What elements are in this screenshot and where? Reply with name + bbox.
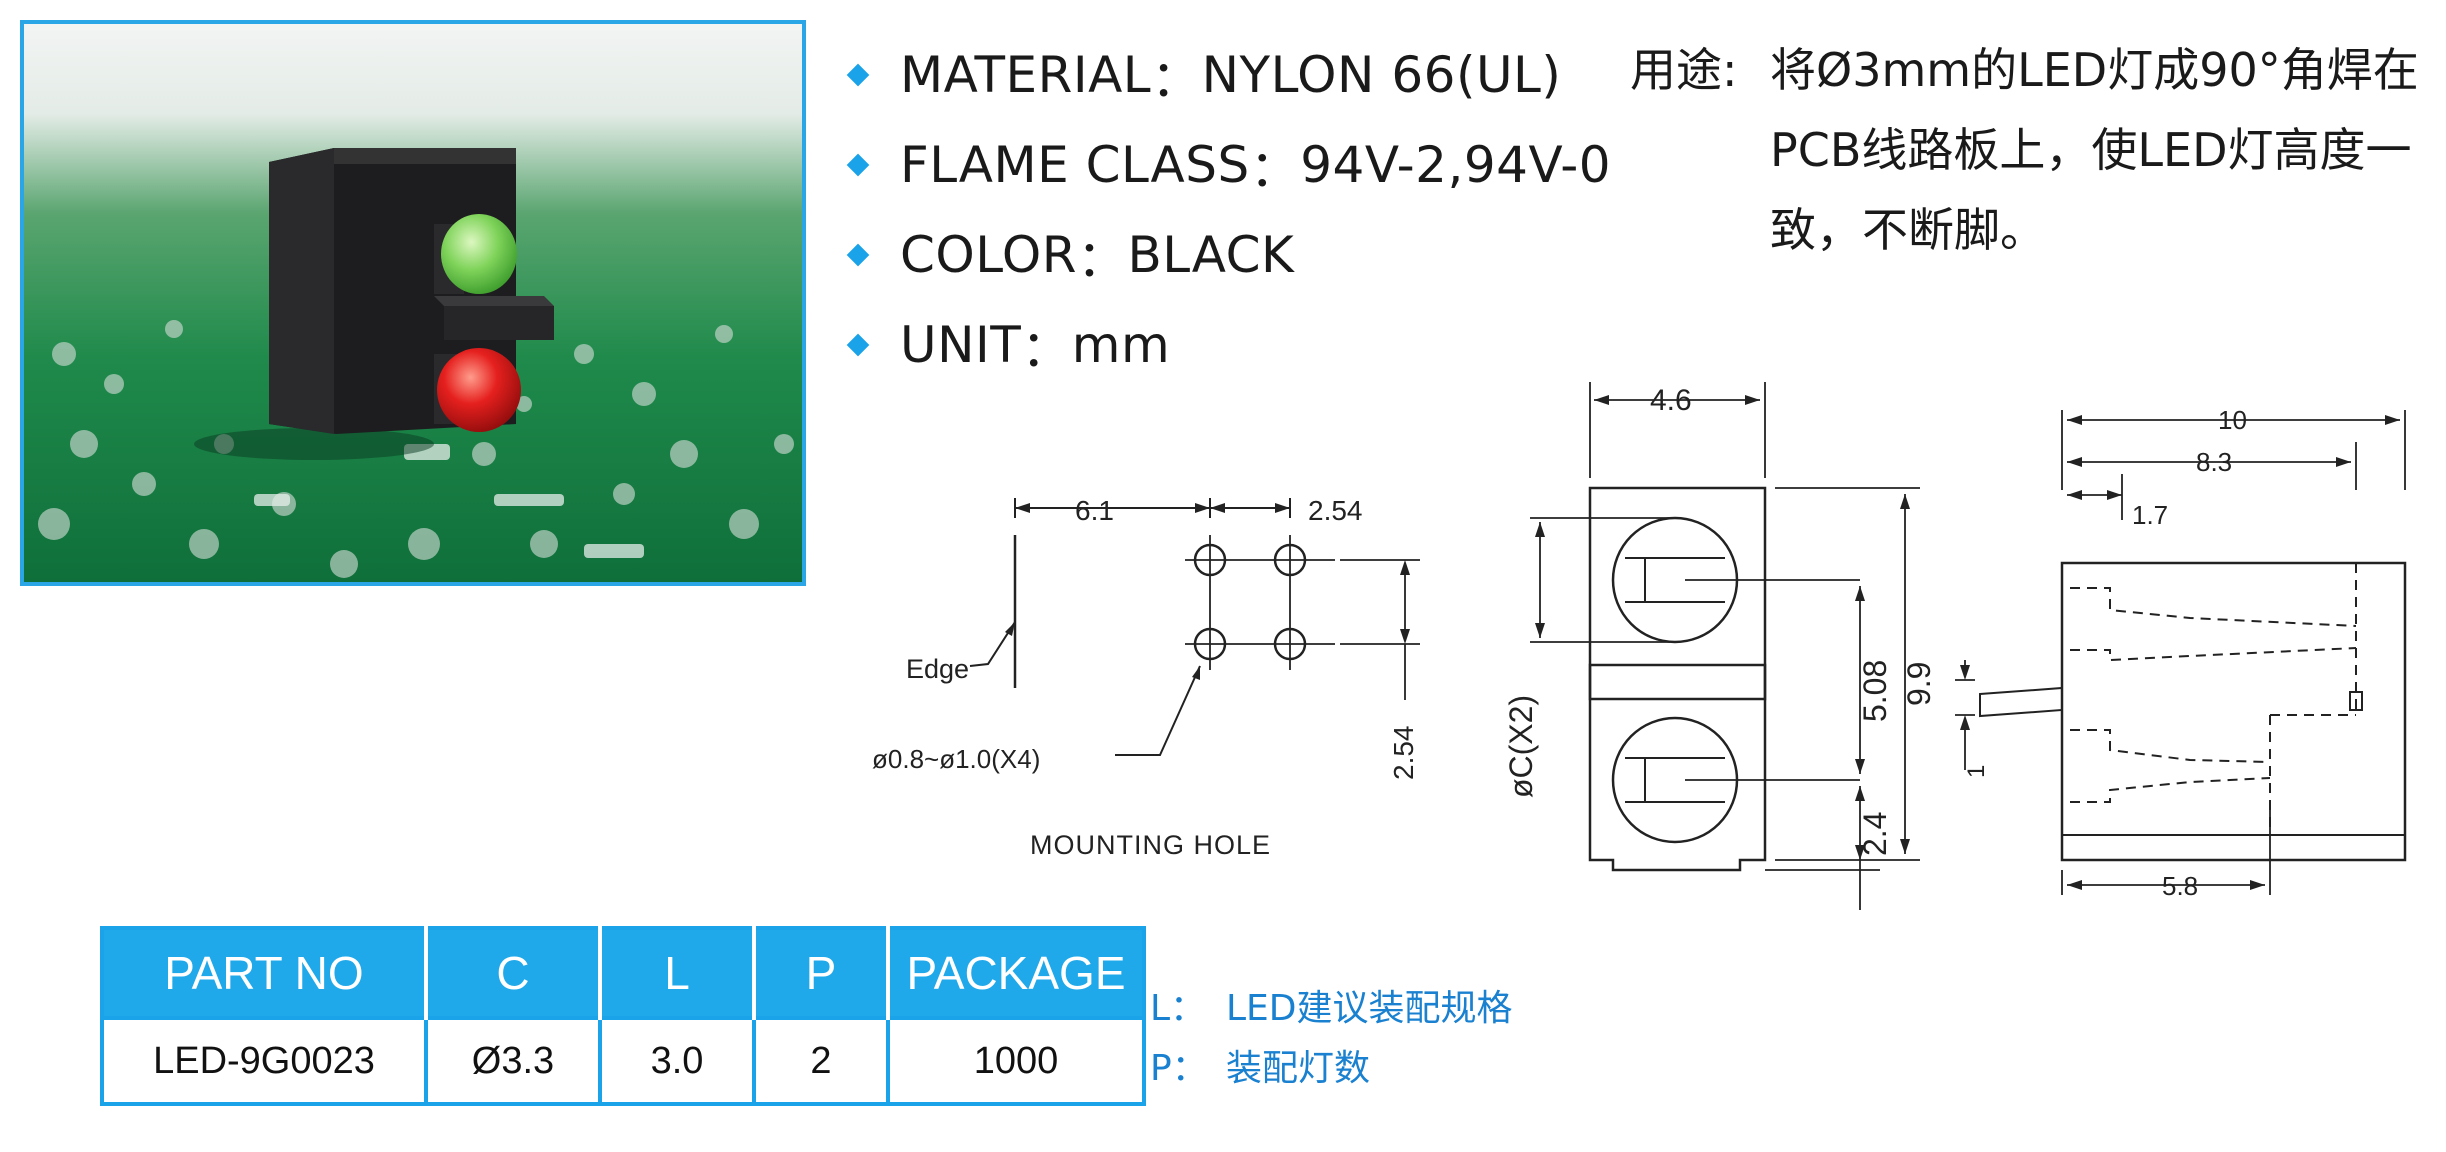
usage-text: 将Ø3mm的LED灯成90°角焊在 PCB线路板上，使LED灯高度一 致，不断脚…: [1770, 30, 2446, 270]
dim-diameter-label: øC(X2): [1503, 695, 1539, 798]
legend-key: P：: [1150, 1048, 1208, 1089]
usage-line: PCB线路板上，使LED灯高度一: [1770, 123, 2412, 177]
spec-value: NYLON 66(UL): [1201, 46, 1562, 104]
spec-value: 94V-2,94V-0: [1300, 136, 1612, 194]
dim-2-54-horizontal-label: 2.54: [1308, 495, 1363, 526]
spec-value: mm: [1071, 316, 1171, 374]
spec-separator: ：: [1021, 320, 1072, 378]
header-c: C: [424, 928, 600, 1018]
dim-8-3-label: 8.3: [2196, 447, 2232, 477]
side-view: [1955, 410, 2407, 895]
cell-part-no: LED-9G0023: [100, 1016, 428, 1106]
header-p: P: [752, 928, 888, 1018]
table-legend: L： LED建议装配规格 P： 装配灯数: [1150, 975, 1513, 1095]
dim-2-54-vertical-label: 2.54: [1388, 726, 1419, 781]
part-spec-table: PART NO C L P PACKAGE LED-9G0023 Ø3.3 3.…: [100, 926, 1146, 1106]
cell-p: 2: [752, 1016, 890, 1106]
diamond-bullet-icon: [846, 63, 870, 87]
usage-label: 用途:: [1630, 43, 1738, 97]
legend-key: L：: [1150, 988, 1207, 1029]
led-holder-photo: [24, 24, 802, 582]
spec-key: UNIT: [900, 316, 1022, 374]
legend-value: 装配灯数: [1226, 1048, 1371, 1089]
header-l: L: [598, 928, 754, 1018]
dim-5-08-label: 5.08: [1857, 660, 1893, 722]
dim-1-7-label: 1.7: [2132, 500, 2168, 530]
spec-list: MATERIAL ： NYLON 66(UL) FLAME CLASS ： 94…: [840, 30, 1611, 390]
mounting-hole-title: MOUNTING HOLE: [1030, 830, 1271, 860]
edge-label: Edge: [906, 654, 969, 684]
dim-2-4-label: 2.4: [1857, 812, 1893, 856]
spec-color: COLOR ： BLACK: [840, 210, 1600, 300]
legend-item: L： LED建议装配规格: [1150, 975, 1513, 1035]
front-view: [1530, 382, 1920, 910]
diamond-bullet-icon: [846, 333, 870, 357]
spec-flame-class: FLAME CLASS ： 94V-2,94V-0: [840, 120, 1611, 210]
spec-separator: ：: [1151, 50, 1202, 108]
dim-4-6-label: 4.6: [1650, 384, 1692, 417]
spec-separator: ：: [1249, 140, 1301, 198]
dim-6-1-label: 6.1: [1075, 495, 1114, 526]
dimension-drawing: 6.1 2.54 2.54 Edge ø0.8~ø1.0(X4) MOUNTIN…: [872, 382, 2407, 910]
usage-line: 致，不断脚。: [1770, 203, 2046, 257]
dim-9-9-label: 9.9: [1901, 662, 1937, 706]
dim-1-label: 1: [1963, 765, 1990, 778]
spec-value: BLACK: [1127, 226, 1295, 284]
spec-material: MATERIAL ： NYLON 66(UL): [840, 30, 1600, 120]
cell-package: 1000: [886, 1016, 1146, 1106]
legend-value: LED建议装配规格: [1226, 988, 1513, 1029]
dim-10-label: 10: [2218, 405, 2247, 435]
header-part-no: PART NO: [102, 928, 426, 1018]
legend-item: P： 装配灯数: [1150, 1035, 1513, 1095]
dim-5-8-label: 5.8: [2162, 871, 2198, 901]
table-row: LED-9G0023 Ø3.3 3.0 2 1000: [100, 1016, 1146, 1106]
header-package: PACKAGE: [886, 928, 1144, 1018]
spec-key: MATERIAL: [900, 46, 1152, 104]
product-photo: [20, 20, 806, 586]
usage-line: 将Ø3mm的LED灯成90°角焊在: [1770, 43, 2419, 97]
hole-diameter-label: ø0.8~ø1.0(X4): [872, 744, 1040, 774]
diamond-bullet-icon: [846, 153, 870, 177]
spec-key: FLAME CLASS: [900, 136, 1250, 194]
spec-key: COLOR: [900, 226, 1077, 284]
mounting-hole-view: [969, 498, 1420, 756]
table-header-row: PART NO C L P PACKAGE: [102, 928, 1144, 1018]
cell-l: 3.0: [598, 1016, 756, 1106]
technical-drawing: 6.1 2.54 2.54 Edge ø0.8~ø1.0(X4) MOUNTIN…: [860, 370, 2420, 930]
spec-unit: UNIT ： mm: [840, 300, 1600, 390]
cell-c: Ø3.3: [424, 1016, 602, 1106]
spec-separator: ：: [1076, 230, 1128, 288]
diamond-bullet-icon: [846, 243, 870, 267]
